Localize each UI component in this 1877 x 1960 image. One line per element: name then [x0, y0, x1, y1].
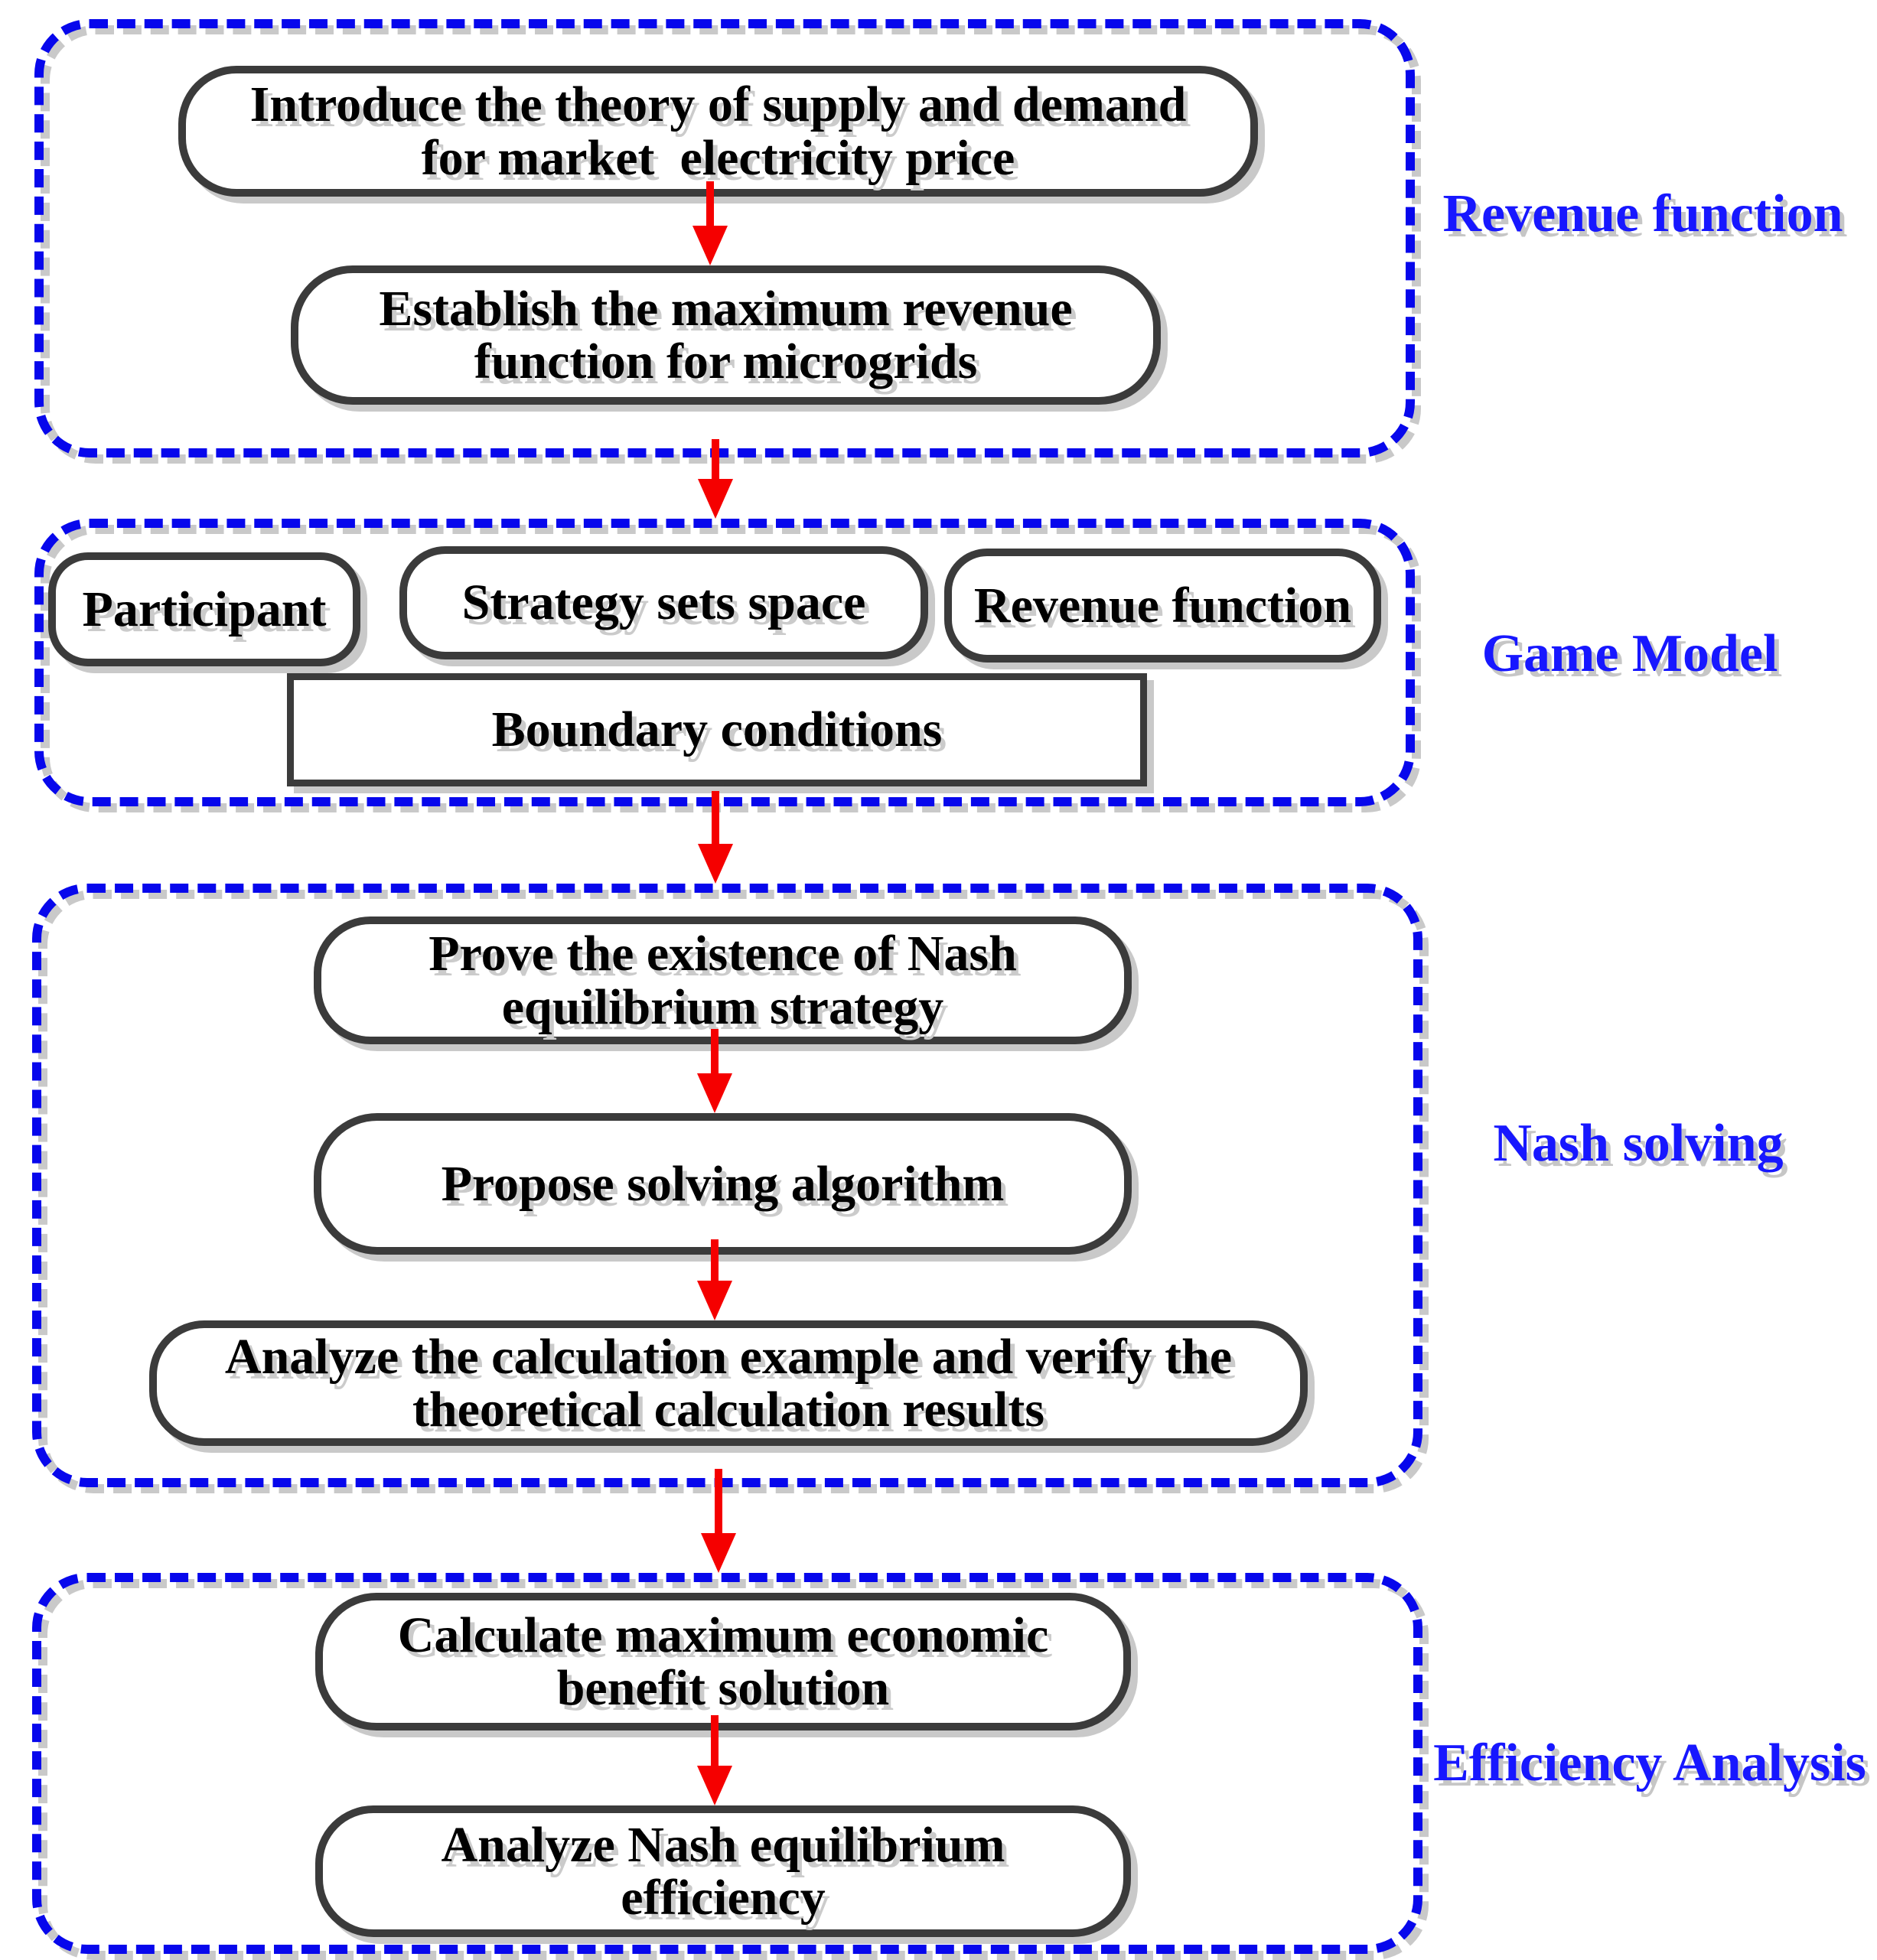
section-label-revenue-function: Revenue function	[1442, 184, 1843, 243]
arrow-down-icon	[697, 791, 734, 884]
arrow-head-icon	[697, 1281, 732, 1320]
arrow-head-icon	[698, 479, 733, 519]
node-calculate-benefit: Calculate maximum economic benefit solut…	[315, 1593, 1131, 1730]
node-analyze-example: Analyze the calculation example and veri…	[149, 1320, 1308, 1446]
arrow-head-icon	[697, 1073, 732, 1113]
section-frame-revenue-function	[34, 19, 1415, 457]
arrow-shaft	[715, 1469, 722, 1533]
section-label-efficiency-analysis: Efficiency Analysis	[1433, 1734, 1866, 1792]
arrow-shaft	[712, 439, 719, 479]
section-frame-efficiency-analysis	[32, 1573, 1422, 1954]
section-label-game-model: Game Model	[1481, 624, 1778, 683]
section-frame-nash-solving	[32, 884, 1422, 1487]
node-establish-revenue: Establish the maximum revenue function f…	[291, 265, 1161, 405]
arrow-down-icon	[696, 1029, 733, 1113]
node-boundary-conditions: Boundary conditions	[287, 673, 1147, 786]
arrow-shaft	[711, 1239, 719, 1281]
arrow-head-icon	[697, 1766, 732, 1805]
arrow-shaft	[712, 791, 719, 844]
arrow-shaft	[711, 1715, 719, 1766]
arrow-shaft	[706, 181, 714, 226]
section-frame-game-model	[34, 519, 1415, 806]
section-label-nash-solving: Nash solving	[1493, 1114, 1784, 1173]
arrow-down-icon	[697, 439, 734, 519]
arrow-down-icon	[700, 1469, 737, 1573]
node-analyze-efficiency: Analyze Nash equilibrium efficiency	[315, 1805, 1131, 1937]
arrow-down-icon	[696, 1715, 733, 1805]
node-prove-existence: Prove the existence of Nash equilibrium …	[314, 917, 1132, 1044]
node-strategy-sets-space: Strategy sets space	[399, 546, 928, 659]
node-participant: Participant	[48, 552, 360, 666]
arrow-head-icon	[692, 226, 728, 265]
node-introduce-theory: Introduce the theory of supply and deman…	[178, 66, 1258, 197]
arrow-down-icon	[692, 181, 728, 265]
arrow-shaft	[711, 1029, 719, 1073]
arrow-head-icon	[701, 1533, 736, 1573]
node-revenue-function: Revenue function	[944, 549, 1381, 663]
node-propose-algorithm: Propose solving algorithm	[314, 1113, 1132, 1255]
arrow-down-icon	[696, 1239, 733, 1320]
arrow-head-icon	[698, 844, 733, 884]
